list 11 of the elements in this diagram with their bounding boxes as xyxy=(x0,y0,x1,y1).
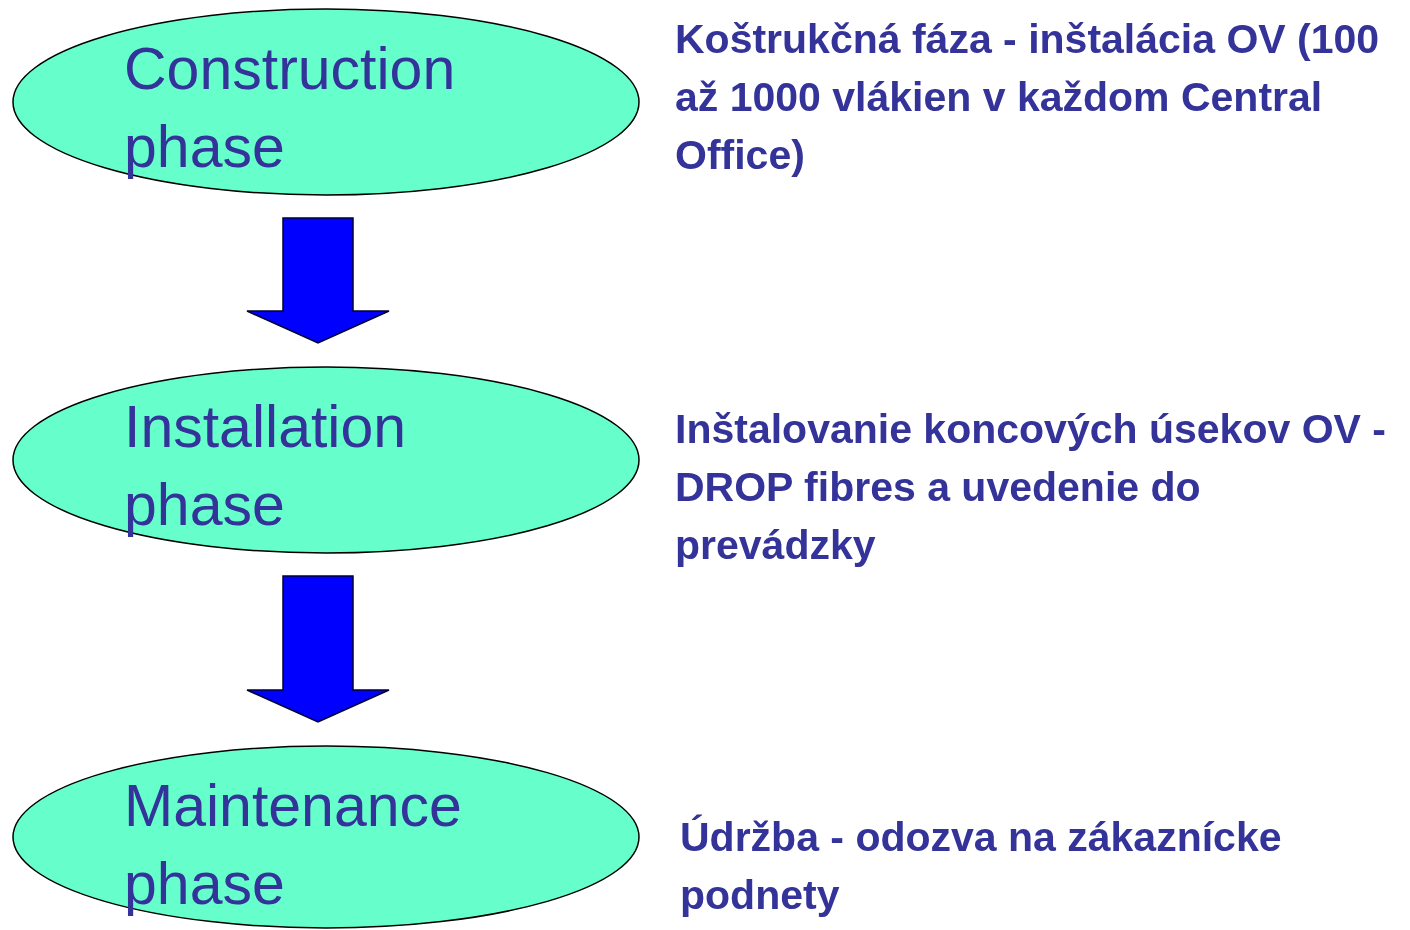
description-text: Inštalovanie koncových úsekov OV - DROP fibres a uvedenie do prevádzky xyxy=(675,405,1387,570)
block-arrow xyxy=(246,575,390,723)
phase-ellipse xyxy=(12,366,640,554)
phase-label: Maintenance phase xyxy=(124,772,463,919)
block-arrow xyxy=(246,217,390,344)
phase-ellipse xyxy=(12,8,640,196)
phase-label: Installation phase xyxy=(124,393,408,540)
phase-label: Construction phase xyxy=(124,35,457,182)
description-text: Údržba - odozva na zákaznícke podnety xyxy=(680,813,1283,920)
description-text: Koštrukčná fáza - inštalácia OV (100 až 1000 vlákien v každom Central Office) xyxy=(675,15,1381,180)
phase-ellipse xyxy=(12,745,640,929)
